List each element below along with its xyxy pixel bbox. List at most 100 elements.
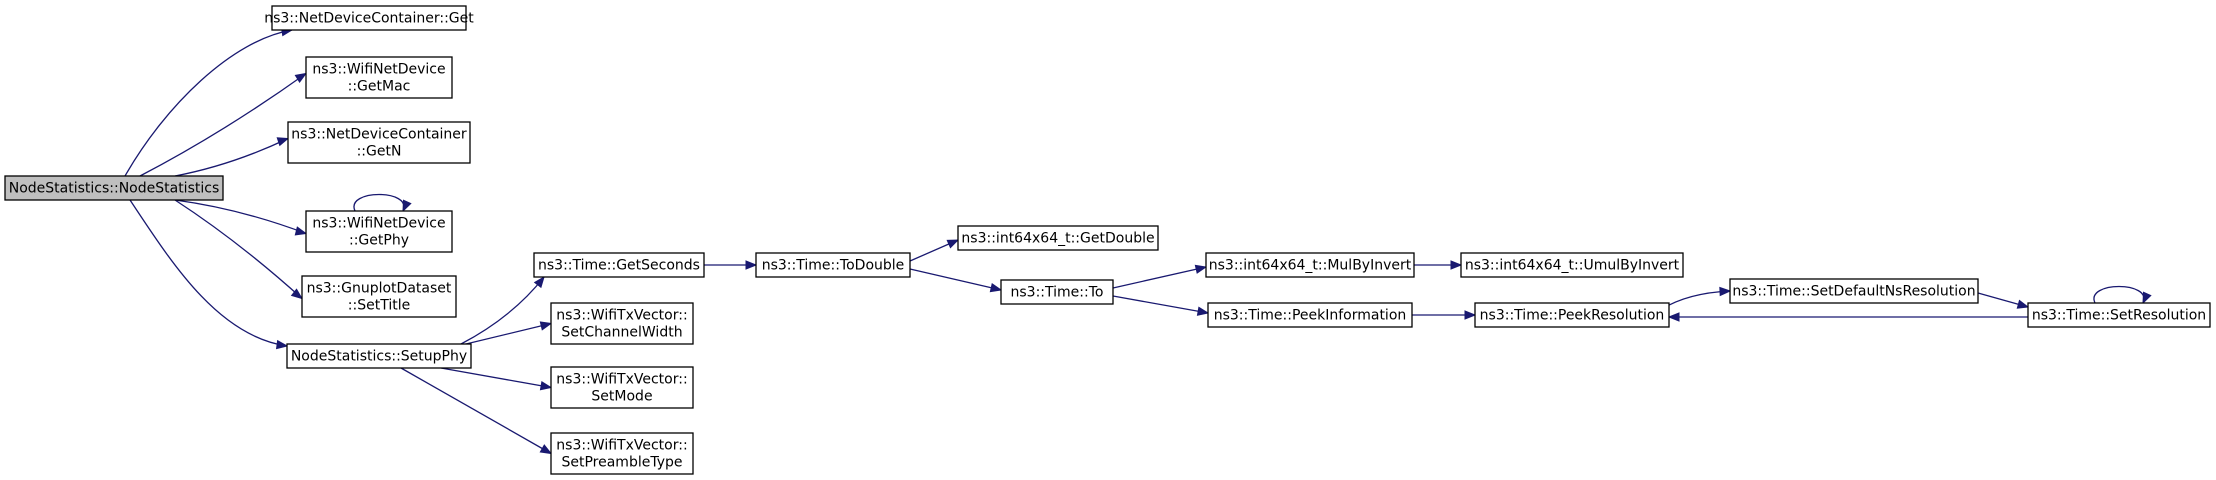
edge-time-setresolution-to-time-setresolution	[2093, 285, 2152, 305]
node-label: ns3::WifiNetDevice	[312, 62, 445, 78]
edge-setupphy-to-txv-setpreambletype	[400, 367, 553, 455]
edge-line	[124, 29, 293, 177]
edge-arrowhead	[946, 239, 960, 249]
node-label: ns3::Time::ToDouble	[762, 258, 905, 274]
edge-arrowhead	[1196, 306, 1210, 316]
node-label: ns3::WifiNetDevice	[312, 216, 445, 232]
edge-line	[400, 367, 552, 455]
edge-time-peekresolution-to-time-setdefaultnsresolution	[1661, 286, 1732, 310]
node-time-getseconds[interactable]: ns3::Time::GetSeconds	[533, 252, 705, 278]
node-box	[286, 343, 472, 369]
edge-arrowhead	[539, 381, 553, 391]
node-label: ns3::Time::To	[1011, 285, 1104, 301]
edge-arrowhead	[1194, 264, 1208, 274]
node-label: ns3::GnuplotDataset	[307, 281, 452, 297]
node-label: SetChannelWidth	[561, 325, 682, 341]
node-i64-getdouble[interactable]: ns3::int64x64_t::GetDouble	[957, 225, 1159, 251]
edge-arrowhead	[294, 226, 308, 236]
node-box	[1205, 252, 1415, 278]
node-label: ns3::Time::PeekInformation	[1214, 308, 1407, 324]
node-i64-umulbyinvert[interactable]: ns3::int64x64_t::UmulByInvert	[1460, 252, 1684, 278]
edge-arrowhead	[294, 72, 308, 84]
node-time-to[interactable]: ns3::Time::To	[1000, 279, 1114, 305]
node-label: ns3::Time::GetSeconds	[538, 258, 700, 274]
edge-line	[174, 199, 303, 299]
node-box	[1000, 279, 1114, 305]
node-label: NodeStatistics::SetupPhy	[291, 349, 467, 365]
node-time-setresolution[interactable]: ns3::Time::SetResolution	[2027, 302, 2211, 328]
edge-arrowhead	[1667, 312, 1680, 322]
node-box	[1460, 252, 1684, 278]
edge-line	[2093, 285, 2145, 304]
node-box	[550, 432, 694, 475]
node-box	[4, 175, 224, 201]
edge-line	[909, 268, 1002, 291]
edge-wnd-getphy-to-wnd-getphy	[353, 193, 412, 213]
edge-line	[174, 199, 307, 235]
node-label: ns3::NetDeviceContainer	[291, 127, 467, 143]
node-time-setdefaultnsresolution[interactable]: ns3::Time::SetDefaultNsResolution	[1729, 278, 1979, 304]
node-box	[1729, 278, 1979, 304]
node-box	[755, 252, 911, 278]
node-label: ::GetPhy	[349, 233, 409, 249]
edge-arrowhead	[989, 283, 1003, 293]
node-txv-setmode[interactable]: ns3::WifiTxVector::SetMode	[550, 366, 694, 409]
edge-setupphy-to-time-getseconds	[460, 275, 545, 345]
node-time-peekinformation[interactable]: ns3::Time::PeekInformation	[1207, 302, 1413, 328]
node-wnd-getphy[interactable]: ns3::WifiNetDevice::GetPhy	[305, 210, 453, 253]
node-label: ::SetTitle	[348, 298, 410, 314]
node-txv-setpreambletype[interactable]: ns3::WifiTxVector::SetPreambleType	[550, 432, 694, 475]
edge-arrowhead	[290, 288, 304, 300]
edge-setupphy-to-txv-setmode	[440, 367, 553, 391]
edge-line	[139, 72, 307, 177]
edge-line	[1112, 295, 1209, 314]
node-i64-mulbyinvert[interactable]: ns3::int64x64_t::MulByInvert	[1205, 252, 1415, 278]
edge-root-to-ndc-get	[124, 26, 294, 177]
node-box	[1207, 302, 1413, 328]
edge-time-setdefaultnsresolution-to-time-setresolution	[1977, 292, 2030, 309]
edge-arrowhead	[539, 321, 553, 331]
node-box	[533, 252, 705, 278]
node-label: ns3::Time::SetDefaultNsResolution	[1732, 284, 1975, 300]
edge-arrowhead	[1464, 310, 1477, 320]
edge-line	[1112, 266, 1207, 289]
edge-arrowhead	[539, 444, 553, 455]
edge-time-to-to-i64-mulbyinvert	[1112, 264, 1208, 289]
node-ndc-getn[interactable]: ns3::NetDeviceContainer::GetN	[287, 121, 471, 164]
node-label: ns3::WifiTxVector::	[556, 438, 687, 454]
edge-arrowhead	[402, 199, 412, 213]
edge-arrowhead	[1719, 286, 1732, 297]
edge-arrowhead	[275, 339, 289, 350]
edge-root-to-setupphy	[129, 199, 289, 350]
edge-arrowhead	[533, 275, 545, 289]
edge-line	[129, 199, 288, 347]
node-time-peekresolution[interactable]: ns3::Time::PeekResolution	[1474, 302, 1670, 328]
edge-time-getseconds-to-time-todouble	[704, 260, 758, 270]
edge-arrowhead	[745, 260, 758, 270]
node-setupphy[interactable]: NodeStatistics::SetupPhy	[286, 343, 472, 369]
node-label: ns3::int64x64_t::UmulByInvert	[1465, 258, 1680, 274]
node-label: SetMode	[591, 389, 652, 405]
edge-root-to-gnuplot-settitle	[174, 199, 304, 300]
node-time-todouble[interactable]: ns3::Time::ToDouble	[755, 252, 911, 278]
edge-root-to-wnd-getmac	[139, 72, 308, 177]
node-box	[305, 56, 453, 99]
edge-i64-mulbyinvert-to-i64-umulbyinvert	[1414, 260, 1463, 270]
node-box	[550, 366, 694, 409]
node-box	[957, 225, 1159, 251]
node-ndc-get[interactable]: ns3::NetDeviceContainer::Get	[264, 5, 474, 31]
node-label: ns3::NetDeviceContainer::Get	[264, 11, 474, 27]
edge-time-to-to-time-peekinformation	[1112, 295, 1210, 316]
node-box	[271, 5, 467, 31]
node-txv-setchannelwidth[interactable]: ns3::WifiTxVector::SetChannelWidth	[550, 302, 694, 345]
node-gnuplot-settitle[interactable]: ns3::GnuplotDataset::SetTitle	[301, 275, 457, 318]
node-label: ns3::WifiTxVector::	[556, 308, 687, 324]
edge-time-peekinformation-to-time-peekresolution	[1412, 310, 1477, 320]
node-root[interactable]: NodeStatistics::NodeStatistics	[4, 175, 224, 201]
node-label: ns3::WifiTxVector::	[556, 372, 687, 388]
edge-time-setresolution-to-time-peekresolution	[1667, 312, 2028, 322]
edge-arrowhead	[2142, 291, 2152, 305]
node-label: ns3::Time::SetResolution	[2032, 308, 2206, 324]
edge-line	[353, 193, 405, 212]
node-wnd-getmac[interactable]: ns3::WifiNetDevice::GetMac	[305, 56, 453, 99]
